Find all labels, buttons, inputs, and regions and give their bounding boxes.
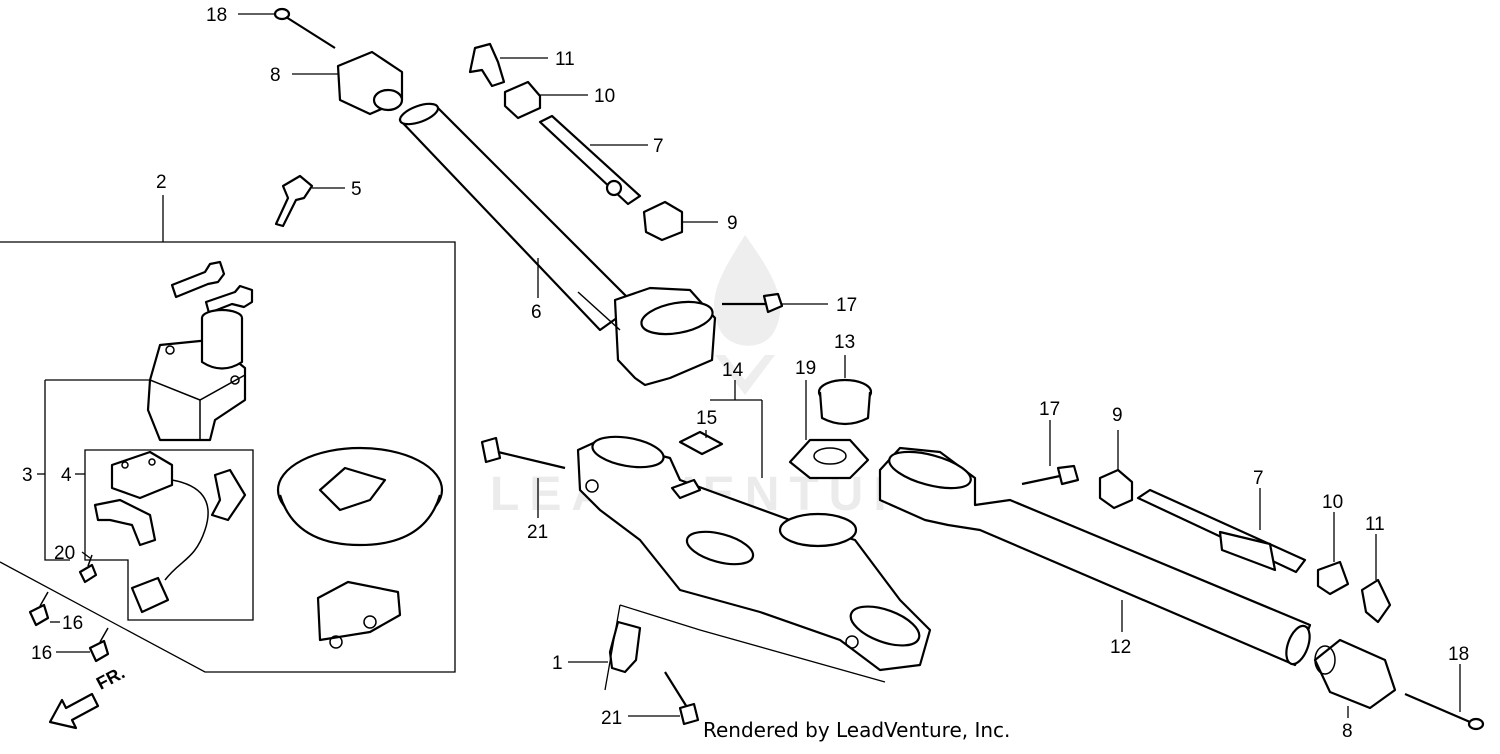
handlebar-right — [878, 446, 1312, 667]
key-5 — [274, 174, 314, 228]
hose-clip-1 — [604, 604, 886, 691]
callout-4: 4 — [61, 465, 72, 486]
nut-9-top — [642, 200, 684, 242]
callout-14: 14 — [722, 360, 744, 381]
callout-1: 1 — [552, 653, 563, 674]
callout-10-top: 10 — [594, 86, 615, 107]
screw-20 — [78, 554, 98, 584]
ignition-keys — [170, 260, 254, 315]
top-bridge — [576, 435, 932, 672]
bolt-17-top — [722, 292, 784, 314]
bolt-16a — [28, 591, 50, 627]
clip-11-right — [1360, 578, 1392, 624]
callout-2: 2 — [156, 172, 167, 193]
bolt-16b — [88, 627, 110, 663]
collar-10-right — [1316, 560, 1350, 596]
bar-end-weight-right — [1313, 638, 1397, 710]
callout-13: 13 — [834, 332, 855, 353]
weight-rod-7-right — [1136, 488, 1307, 574]
callout-16-b: 16 — [31, 643, 52, 664]
callout-15: 15 — [696, 408, 717, 429]
handlebar-left — [398, 102, 717, 387]
callout-8-top: 8 — [270, 65, 281, 86]
callout-3: 3 — [22, 465, 33, 486]
key-cylinder-cap — [276, 446, 444, 547]
leader-lines — [50, 13, 1461, 718]
callout-21-lower: 21 — [601, 708, 622, 729]
callout-11-top: 11 — [555, 49, 575, 70]
screw-18-right — [1404, 692, 1485, 731]
lock-block — [316, 580, 402, 649]
plate-15 — [678, 430, 724, 456]
contact-base — [110, 450, 209, 614]
bolt-21-upper — [480, 436, 566, 470]
callout-numbers: 18 8 11 10 7 9 5 2 6 17 13 19 14 15 21 3… — [22, 5, 1469, 742]
callout-7-right: 7 — [1253, 468, 1264, 489]
stem-cap-13 — [817, 378, 873, 426]
wire-clamps — [93, 468, 247, 547]
callout-9-right: 9 — [1112, 405, 1123, 426]
callout-20: 20 — [54, 543, 75, 564]
callout-10-right: 10 — [1322, 492, 1343, 513]
callout-18-top: 18 — [206, 5, 227, 26]
callout-18-right: 18 — [1448, 644, 1469, 665]
callout-12: 12 — [1110, 637, 1131, 658]
bolt-17-right — [1021, 464, 1080, 486]
nut-9-right — [1098, 468, 1134, 510]
ignition-switch-body — [146, 308, 247, 442]
callout-16-a: 16 — [62, 613, 83, 634]
callout-17-top: 17 — [836, 295, 857, 316]
stem-nut-19 — [788, 438, 870, 480]
weight-rod-7-top — [538, 114, 642, 206]
bolt-21-lower — [664, 671, 700, 726]
screw-18-top — [273, 7, 336, 49]
collar-10-top — [503, 80, 542, 120]
ignition-switch-assembly — [0, 195, 456, 673]
render-credit: Rendered by LeadVenture, Inc. — [703, 718, 1011, 742]
callout-8-right: 8 — [1342, 721, 1353, 742]
callout-7-top: 7 — [653, 136, 664, 157]
callout-9-top: 9 — [727, 213, 738, 234]
callout-6: 6 — [531, 302, 542, 323]
callout-17-right: 17 — [1039, 399, 1060, 420]
callout-19: 19 — [795, 358, 816, 379]
callout-11-right: 11 — [1365, 514, 1385, 535]
callout-5: 5 — [351, 179, 362, 200]
front-direction-arrow — [48, 692, 100, 730]
callout-21-upper: 21 — [527, 522, 548, 543]
bar-end-weight-top — [336, 50, 404, 116]
clip-11-top — [468, 42, 506, 88]
